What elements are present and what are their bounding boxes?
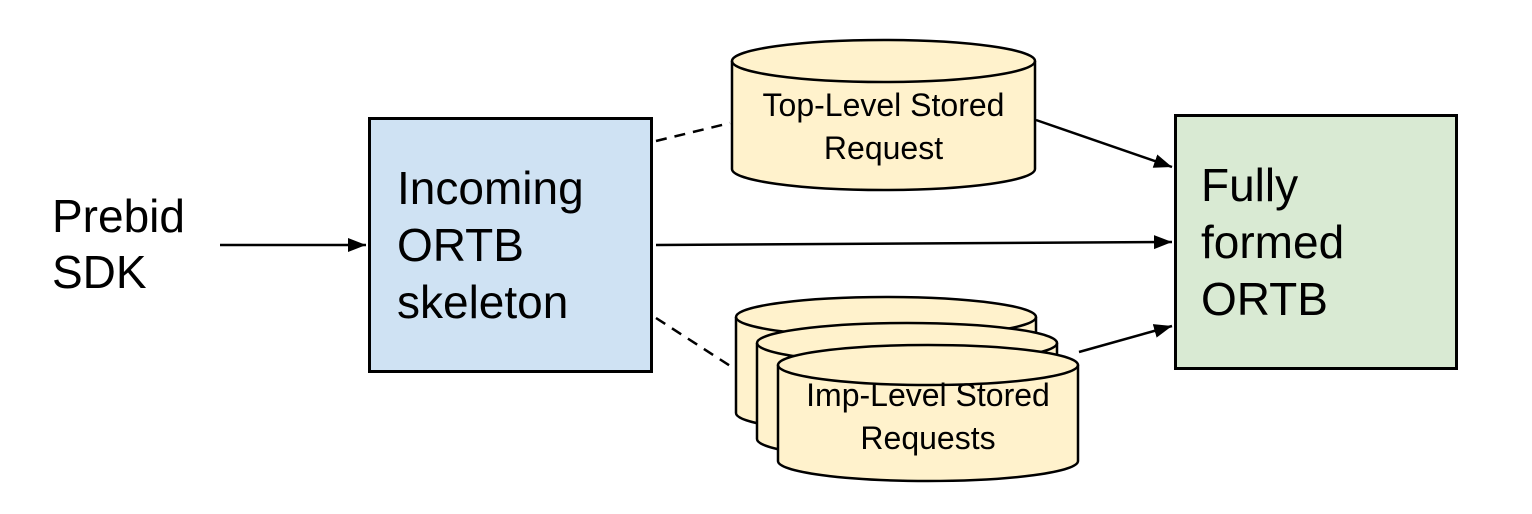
imp-level-stored-requests-label: Imp-Level Stored Requests <box>806 377 1050 456</box>
imp-level-stored-requests-cylinder-stack <box>734 295 1080 483</box>
edge-incoming-to-imp-stored-dashed <box>655 316 739 373</box>
edge-incoming-to-fully-formed <box>655 235 1173 250</box>
incoming-ortb-skeleton-label: Incoming ORTB skeleton <box>397 161 584 328</box>
imp-cylinder-front <box>776 343 1080 483</box>
edge-incoming-to-top-stored-dashed <box>655 121 731 143</box>
edge-imp-stored-to-fully-formed <box>1078 324 1173 354</box>
edge-top-stored-to-fully-formed <box>1035 118 1173 169</box>
top-level-stored-request-label: Top-Level Stored Request <box>762 87 1005 166</box>
fully-formed-ortb-label: Fully formed ORTB <box>1201 158 1345 325</box>
fully-formed-ortb-node: Fully formed ORTB <box>1174 114 1458 370</box>
prebid-sdk-label: Prebid SDK <box>52 190 185 298</box>
top-level-stored-request-cylinder <box>730 38 1037 192</box>
incoming-ortb-skeleton-node: Incoming ORTB skeleton <box>368 117 653 373</box>
